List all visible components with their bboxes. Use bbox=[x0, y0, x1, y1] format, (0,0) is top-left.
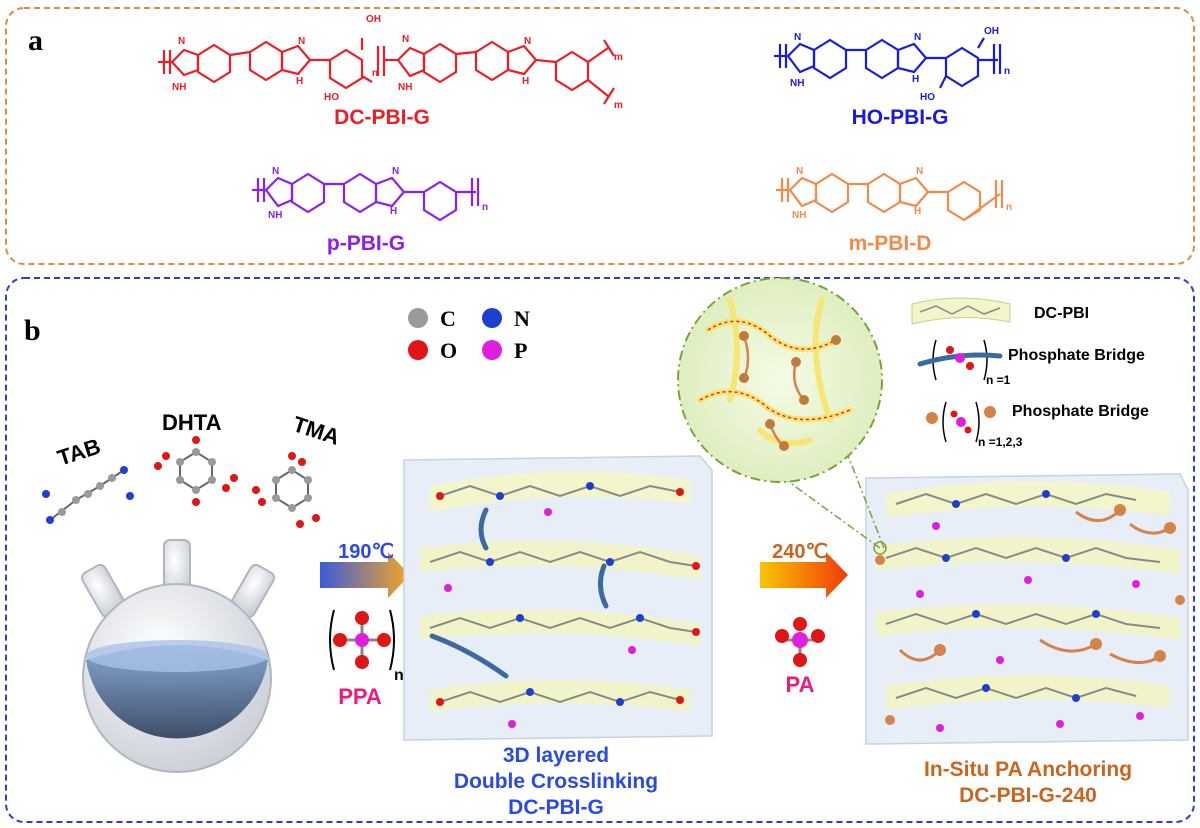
product1-line3: DC-PBI-G bbox=[508, 796, 604, 819]
ho-pbi-g-atom-labels: N NH N H OH HO n bbox=[790, 26, 1010, 103]
n-sub: n bbox=[372, 68, 378, 79]
h-label: H bbox=[296, 76, 303, 87]
legend-phosphate-bridge-1-subscript: n =1 bbox=[986, 373, 1011, 387]
oxygen-atom-icon bbox=[408, 340, 428, 360]
p-pbi-g-atom-labels: N NH N H n bbox=[268, 166, 488, 221]
dc-pbi-g-name: DC-PBI-G bbox=[334, 106, 430, 129]
ho-pbi-g-name: HO-PBI-G bbox=[852, 106, 949, 129]
step2-temperature: 240℃ bbox=[772, 541, 828, 563]
m-sub: m bbox=[614, 100, 623, 111]
nh-label: NH bbox=[790, 78, 804, 89]
n-label: N bbox=[272, 166, 279, 177]
nh-label: NH bbox=[268, 210, 282, 221]
n-sub: n bbox=[482, 202, 488, 213]
n-label: N bbox=[796, 166, 803, 177]
phosphate-bridge-n1-icon bbox=[917, 339, 1003, 381]
n-label: N bbox=[402, 34, 409, 45]
h-label: H bbox=[914, 206, 921, 217]
n-label: N bbox=[392, 166, 399, 177]
m-pbi-d-structure bbox=[776, 172, 1004, 222]
dhta-monomer-label: DHTA bbox=[162, 410, 222, 435]
m-pbi-d-name: m-PBI-D bbox=[849, 232, 932, 255]
ho-label: HO bbox=[920, 92, 935, 103]
tma-monomer-label: TMA bbox=[290, 411, 343, 450]
nh-label: NH bbox=[398, 82, 412, 93]
legend-phosphate-bridge-2-label: Phosphate Bridge bbox=[1012, 403, 1149, 420]
tma-molecule-icon bbox=[252, 452, 320, 528]
n-label: N bbox=[914, 32, 921, 43]
dhta-molecule-icon bbox=[154, 436, 238, 506]
tab-monomer-label: TAB bbox=[54, 433, 103, 470]
zoom-inset bbox=[677, 277, 887, 555]
anchored-dc-pbi-g-240-block bbox=[865, 473, 1189, 745]
phosphorus-label: P bbox=[514, 338, 527, 363]
panel-a-frame bbox=[5, 7, 1195, 265]
step1-arrow bbox=[320, 552, 410, 598]
right-legend: DC-PBI Phosphate Bridge n =1 Phosphate B… bbox=[911, 297, 1149, 449]
n-label: N bbox=[916, 166, 923, 177]
m-sub: m bbox=[614, 52, 623, 63]
legend-phosphate-bridge-2-subscript: n =1,2,3 bbox=[978, 435, 1023, 449]
panel-b-frame bbox=[5, 277, 1195, 823]
nitrogen-label: N bbox=[514, 306, 530, 331]
p-pbi-g-name: p-PBI-G bbox=[327, 232, 405, 255]
carbon-label: C bbox=[440, 306, 456, 331]
ho-label: HO bbox=[324, 92, 339, 103]
ppa-label: PPA bbox=[338, 684, 382, 709]
legend-dc-pbi-label: DC-PBI bbox=[1034, 305, 1089, 322]
step1-temperature: 190℃ bbox=[338, 541, 394, 563]
legend-phosphate-bridge-1-label: Phosphate Bridge bbox=[1008, 347, 1145, 364]
panel-a-label: a bbox=[28, 24, 43, 57]
pa-label: PA bbox=[786, 672, 815, 697]
dc-pbi-g-atom-labels: N NH N H OH HO n N NH N H m m bbox=[172, 14, 623, 111]
h-label: H bbox=[522, 76, 529, 87]
n-sub: n bbox=[1004, 66, 1010, 77]
n-sub: n bbox=[1006, 202, 1012, 213]
atom-legend: C N O P bbox=[408, 306, 530, 363]
h-label: H bbox=[390, 206, 397, 217]
n-label: N bbox=[178, 36, 185, 47]
product1-line1: 3D layered bbox=[503, 744, 609, 767]
m-pbi-d-atom-labels: N NH N H n bbox=[792, 166, 1012, 221]
product1-line2: Double Crosslinking bbox=[454, 770, 658, 793]
phosphorus-atom-icon bbox=[482, 340, 502, 360]
carbon-atom-icon bbox=[408, 308, 428, 328]
dc-pbi-g-structure bbox=[158, 38, 615, 105]
three-neck-flask-icon bbox=[80, 539, 276, 773]
panel-b-label: b bbox=[24, 314, 41, 347]
nh-label: NH bbox=[792, 210, 806, 221]
n-label: N bbox=[794, 32, 801, 43]
nitrogen-atom-icon bbox=[482, 308, 502, 328]
oh-label: OH bbox=[366, 14, 381, 25]
ho-pbi-g-structure bbox=[774, 37, 1002, 89]
n-label: N bbox=[298, 36, 305, 47]
oh-label: OH bbox=[984, 26, 999, 37]
layered-dc-pbi-g-block bbox=[403, 455, 713, 741]
dc-pbi-sheet-icon bbox=[911, 297, 1011, 325]
n-label: N bbox=[524, 36, 531, 47]
p-pbi-g-structure bbox=[252, 172, 480, 222]
tab-molecule-icon bbox=[42, 466, 134, 524]
h-label: H bbox=[912, 74, 919, 85]
pa-molecule-icon bbox=[775, 617, 825, 667]
oxygen-label: O bbox=[440, 338, 457, 363]
ppa-molecule-icon bbox=[329, 609, 395, 671]
nh-label: NH bbox=[172, 82, 186, 93]
step2-arrow bbox=[760, 552, 848, 598]
product2-line2: DC-PBI-G-240 bbox=[959, 784, 1097, 807]
phosphate-bridge-n123-icon bbox=[926, 401, 996, 443]
ppa-subscript: n bbox=[394, 667, 404, 684]
product2-line1: In-Situ PA Anchoring bbox=[924, 758, 1132, 781]
